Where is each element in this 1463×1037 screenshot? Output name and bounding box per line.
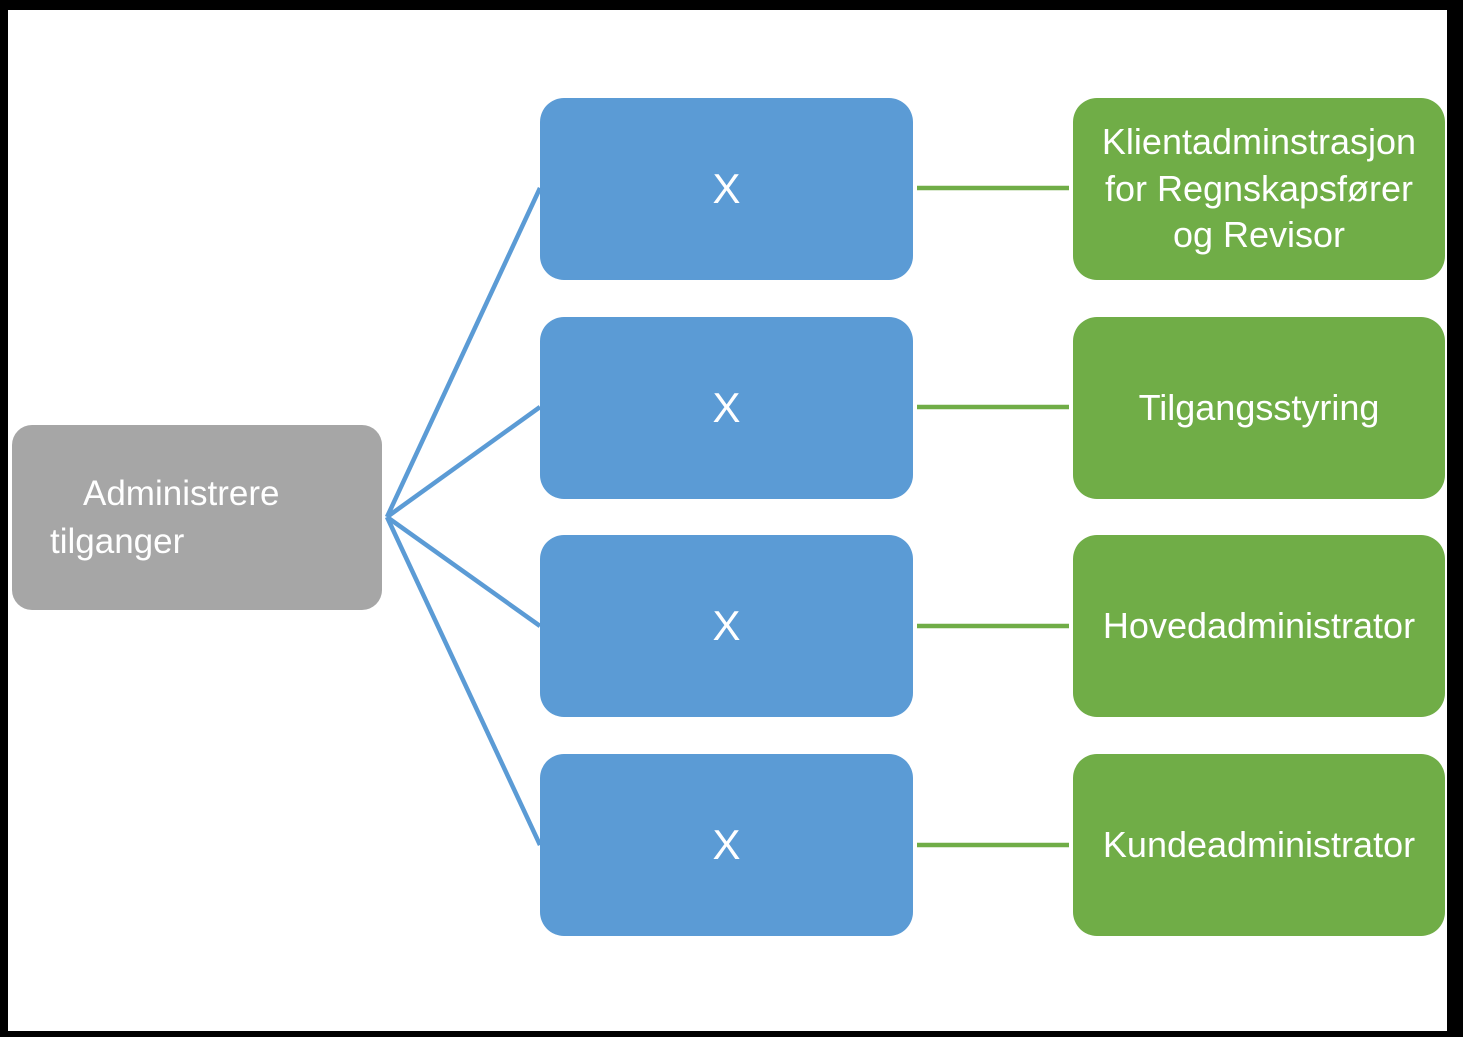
connector-root-to-x3 — [385, 515, 542, 628]
connector-root-to-x1 — [384, 187, 543, 518]
node-hovedadministrator: Hovedadministrator — [1073, 535, 1445, 717]
node-klientadminstrasjon: Klientadminstrasjon for Regnskapsfører o… — [1073, 98, 1445, 280]
x-node-1-label: X — [712, 165, 741, 212]
connector-root-to-x2 — [385, 405, 542, 519]
x-node-1: X — [540, 98, 913, 280]
node-tilgangsstyring: Tilgangsstyring — [1073, 317, 1445, 499]
node-administrere-tilganger: Administrere tilganger — [12, 425, 382, 610]
node-kundeadministrator-label: Kundeadministrator — [1102, 823, 1416, 865]
root-node-label: Administrere tilganger — [50, 474, 280, 561]
x-node-3-label: X — [712, 602, 741, 649]
x-node-2: X — [540, 317, 913, 499]
node-tilgangsstyring-label: Tilgangsstyring — [1138, 386, 1380, 428]
x-node-4: X — [540, 754, 913, 936]
connector-root-to-x4 — [384, 516, 543, 846]
x-node-3: X — [540, 535, 913, 717]
node-klientadminstrasjon-label: Klientadminstrasjon for Regnskapsfører o… — [1101, 120, 1417, 256]
node-kundeadministrator: Kundeadministrator — [1073, 754, 1445, 936]
x-node-4-label: X — [712, 821, 741, 868]
x-node-2-label: X — [712, 384, 741, 431]
node-hovedadministrator-label: Hovedadministrator — [1102, 604, 1416, 646]
